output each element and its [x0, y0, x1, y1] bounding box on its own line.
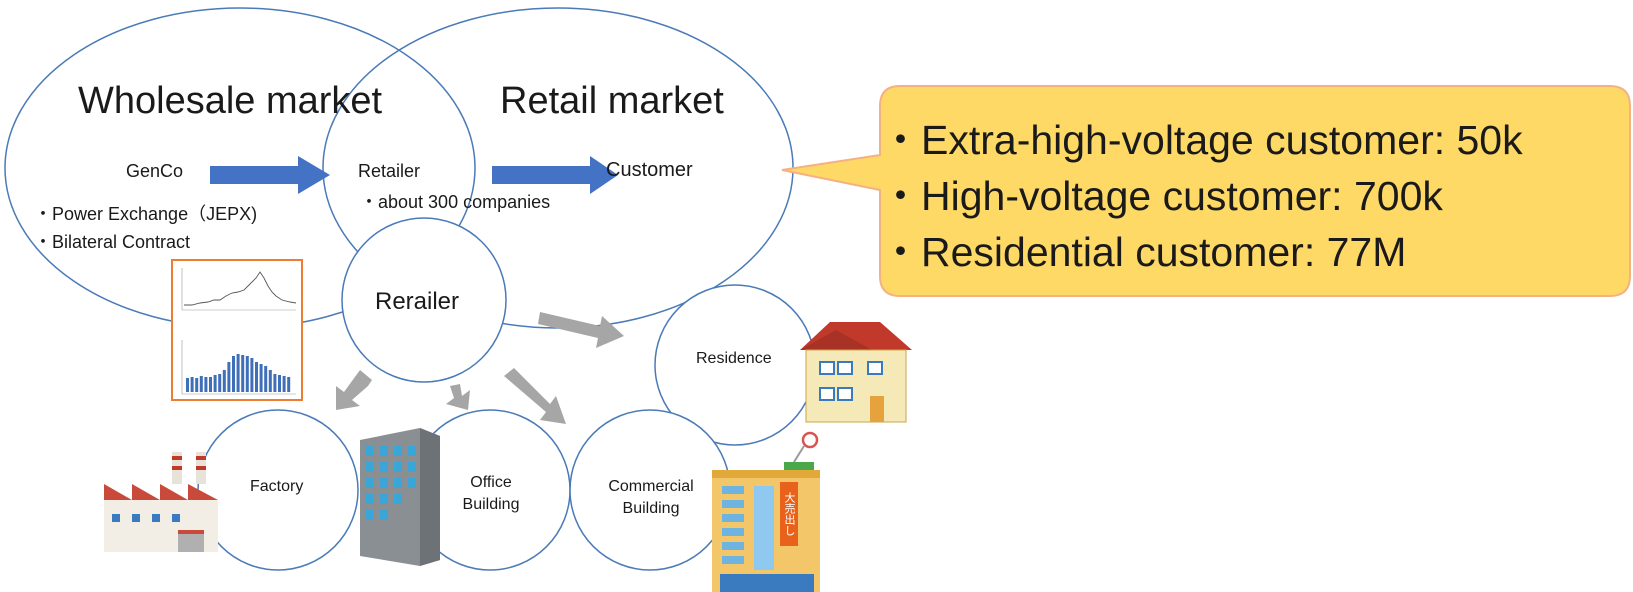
office-building-icon — [360, 428, 440, 566]
commercial-label-line1: Commercial — [608, 478, 694, 495]
thumbnail-bar — [227, 362, 231, 392]
retailer-label: Retailer — [358, 161, 421, 181]
thumbnail-bar — [195, 378, 199, 392]
genco-to-retailer-arrow — [210, 156, 330, 194]
arrow-to-commercial-building — [504, 368, 566, 424]
rerailer-circle — [341, 217, 507, 383]
factory-label: Factory — [250, 478, 304, 495]
power-exchange-label: ・Power Exchange（JEPX) — [34, 204, 258, 224]
retailer-to-customer-arrow — [492, 156, 618, 194]
thumbnail-bar — [273, 374, 277, 392]
rerailer-label: Rerailer — [375, 288, 460, 315]
callout-text: ・Extra-high-voltage customer: 50k ・High-… — [880, 112, 1523, 280]
residence-label: Residence — [696, 350, 772, 367]
store-sign-text: 大売出し — [783, 491, 796, 536]
wholesale-market-label: Wholesale market — [78, 80, 383, 122]
thumbnail-bar — [218, 374, 222, 392]
thumbnail-bar — [287, 377, 291, 392]
callout-line-high-voltage: ・High-voltage customer: 700k — [880, 173, 1443, 219]
thumbnail-bar — [245, 356, 249, 392]
retail-market-label: Retail market — [500, 80, 724, 122]
office-label-line2: Building — [462, 496, 520, 513]
thumbnail-bar — [250, 358, 254, 392]
retailer-note: ・about 300 companies — [360, 192, 551, 212]
thumbnail-bar — [199, 376, 203, 392]
thumbnail-bar — [278, 375, 281, 392]
customer-label: Customer — [606, 159, 693, 181]
residence-icon — [800, 322, 912, 423]
thumbnail-bar — [236, 354, 240, 392]
thumbnail-bar — [255, 362, 258, 392]
thumbnail-bar — [264, 366, 268, 392]
commercial-label-line2: Building — [622, 500, 680, 517]
arrow-to-office-building — [446, 384, 470, 410]
arrow-to-residence — [538, 312, 624, 348]
callout-line-extra-high-voltage: ・Extra-high-voltage customer: 50k — [880, 117, 1523, 163]
callout-line-residential: ・Residential customer: 77M — [880, 229, 1407, 275]
thumbnail-bar — [213, 375, 217, 392]
office-label-line1: Office — [470, 474, 512, 491]
office-building-label: Office Building — [446, 472, 536, 516]
thumbnail-bar — [232, 356, 235, 392]
thumbnail-bar — [268, 370, 272, 392]
thumbnail-bar — [204, 377, 208, 392]
thumbnail-bar — [259, 364, 263, 392]
market-chart-thumbnail — [171, 259, 303, 401]
factory-icon — [104, 452, 218, 552]
genco-label: GenCo — [126, 161, 184, 181]
thumbnail-bar — [190, 377, 194, 392]
thumbnail-bar — [241, 355, 245, 392]
thumbnail-bar — [222, 370, 226, 392]
arrow-to-factory — [336, 370, 372, 410]
thumbnail-bar — [282, 376, 286, 392]
thumbnail-bar — [186, 378, 189, 392]
bilateral-contract-label: ・Bilateral Contract — [34, 232, 191, 252]
customer-count-callout — [781, 85, 1631, 297]
thumbnail-bar — [209, 377, 212, 392]
commercial-building-label: Commercial Building — [596, 476, 706, 520]
commercial-building-icon — [712, 431, 820, 592]
